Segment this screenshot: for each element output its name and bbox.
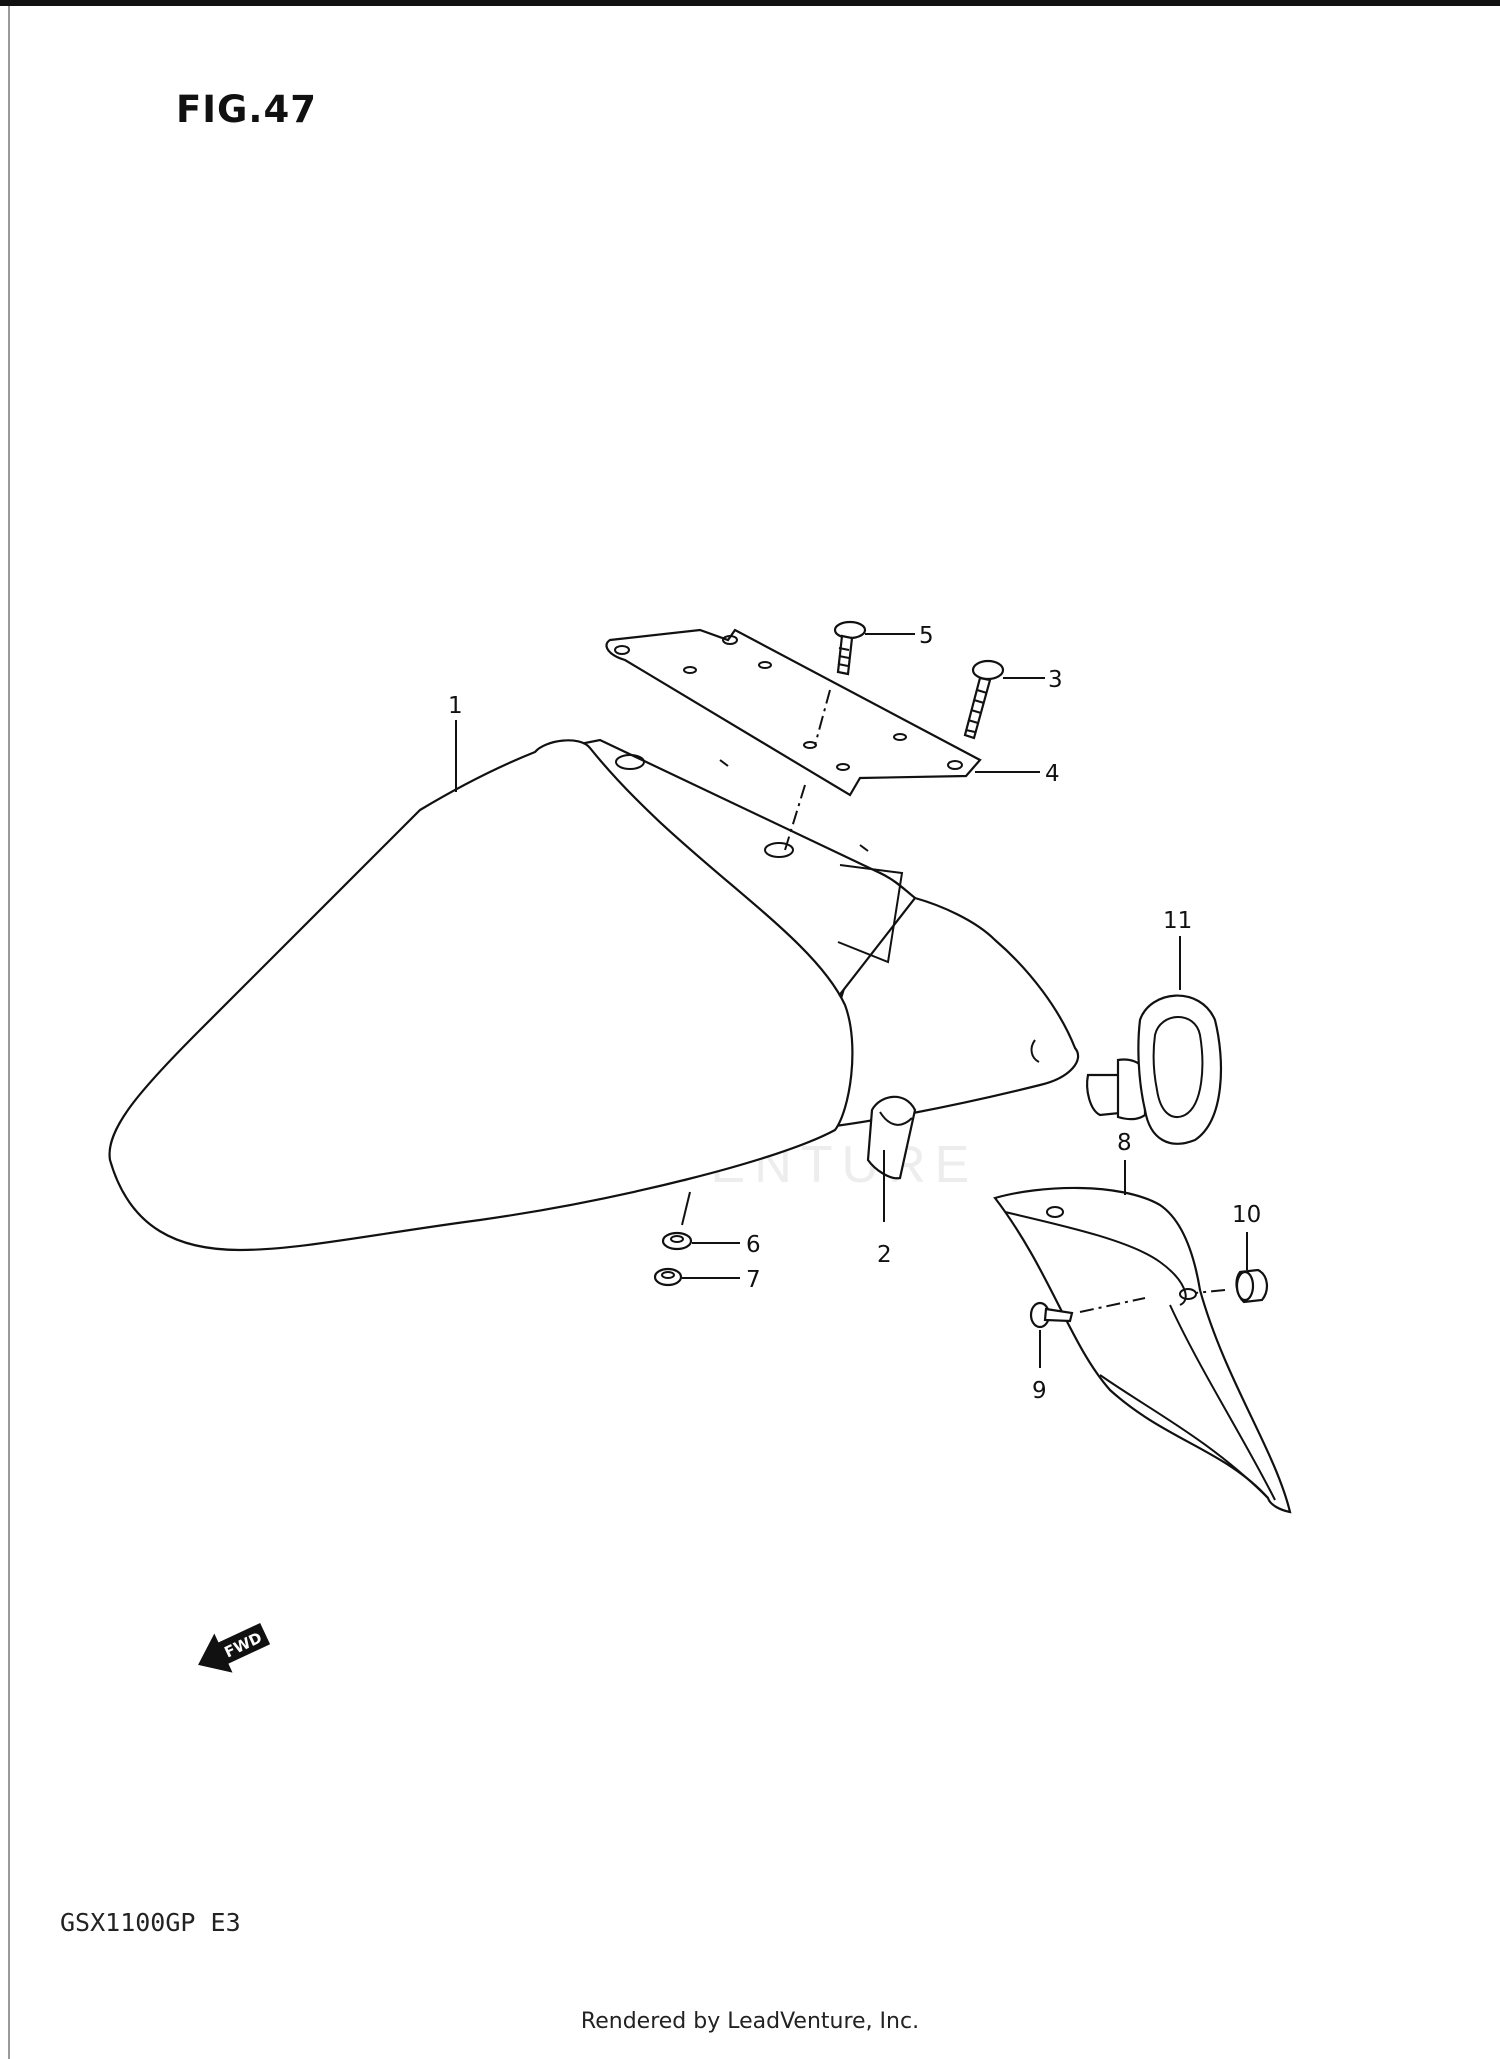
callout-8: 8: [1117, 1130, 1132, 1156]
callout-2: 2: [877, 1242, 892, 1268]
part-4-fender-brace: [605, 628, 982, 797]
part-8-mudguard: [993, 1186, 1292, 1514]
callout-4: 4: [1045, 761, 1060, 787]
part-2-clip: [866, 1095, 917, 1180]
callout-7: 7: [746, 1267, 761, 1293]
forward-arrow-icon: FWD: [198, 1622, 271, 1673]
callout-10: 10: [1232, 1202, 1261, 1228]
part-5-screw: [814, 620, 867, 746]
part-3-screw: [963, 659, 1005, 740]
callout-3: 3: [1048, 667, 1063, 693]
callout-11: 11: [1163, 908, 1192, 934]
callout-6: 6: [746, 1232, 761, 1258]
part-1-front-fender: [108, 738, 1080, 1252]
leader-lines: [455, 633, 1248, 1368]
figure-title: FIG.47: [176, 88, 317, 131]
part-9-screw: [1029, 1297, 1146, 1329]
part-4-alignment-line: [784, 784, 806, 851]
callout-9: 9: [1032, 1378, 1047, 1404]
part-11-grommet: [1086, 994, 1223, 1145]
part-6-nut: [661, 1231, 693, 1251]
callout-5: 5: [919, 623, 934, 649]
footer-credit: Rendered by LeadVenture, Inc.: [580, 2009, 920, 2034]
part-7-nut: [653, 1267, 683, 1287]
callout-labels: 1 2 3 4 5 6 7 8 9 10 11: [448, 623, 1261, 1404]
model-code: GSX1100GP E3: [60, 1908, 241, 1937]
callout-1: 1: [448, 693, 463, 719]
page-left-border: [8, 6, 10, 2059]
part-10-nut: [1194, 1268, 1268, 1304]
page-top-border: [0, 0, 1500, 6]
